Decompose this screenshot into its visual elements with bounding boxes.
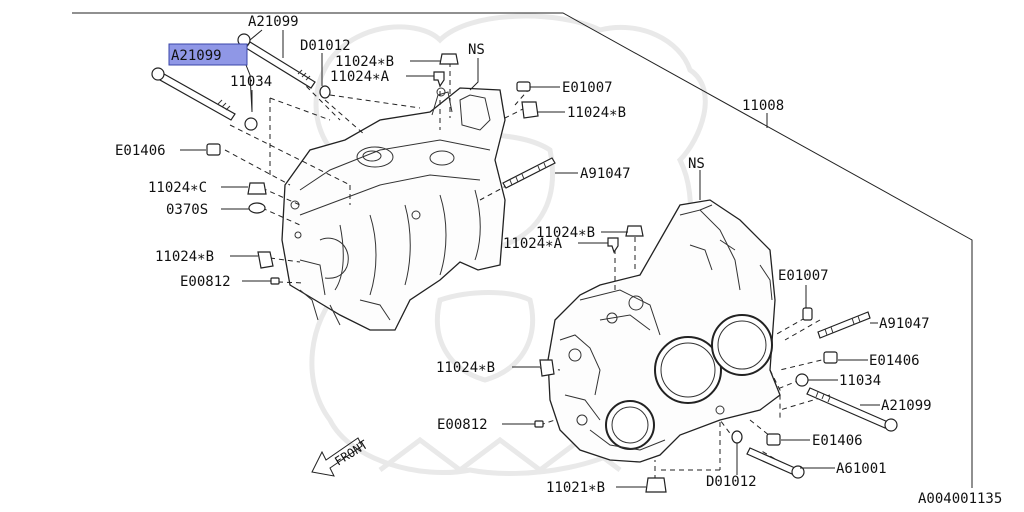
label-e01406-r1[interactable]: E01406 bbox=[869, 353, 920, 369]
label-e00812-low[interactable]: E00812 bbox=[437, 417, 488, 433]
plug-11021b bbox=[645, 477, 667, 493]
label-11024b-low[interactable]: 11024∗B bbox=[436, 360, 495, 376]
label-catalog-number: A004001135 bbox=[918, 491, 1002, 507]
label-ns-right[interactable]: NS bbox=[688, 156, 705, 172]
label-a61001[interactable]: A61001 bbox=[836, 461, 887, 477]
label-e01406-left[interactable]: E01406 bbox=[115, 143, 166, 159]
bolt-a21099-left bbox=[151, 67, 236, 121]
label-11024b-top[interactable]: 11024∗B bbox=[335, 54, 394, 70]
pin-e01007-right bbox=[802, 307, 813, 321]
plug-11024b-top bbox=[439, 53, 459, 65]
stud-a91047-right bbox=[817, 311, 871, 339]
washer-11034-right bbox=[795, 373, 809, 387]
plug-11024b-low bbox=[539, 359, 555, 377]
label-a21099-right[interactable]: A21099 bbox=[881, 398, 932, 414]
highlight-box-a21099 bbox=[168, 43, 248, 66]
left-block-half bbox=[281, 87, 506, 331]
plug-11024b-left bbox=[257, 251, 274, 269]
label-e01007-right[interactable]: E01007 bbox=[778, 268, 829, 284]
washer-d01012-top bbox=[319, 85, 331, 99]
parts-hardware bbox=[151, 33, 898, 493]
plug-11024b-right bbox=[521, 101, 539, 119]
front-arrow bbox=[311, 437, 363, 477]
label-e01007-top[interactable]: E01007 bbox=[562, 80, 613, 96]
pin-e01406-left bbox=[206, 143, 221, 156]
label-11034-left[interactable]: 11034 bbox=[230, 74, 272, 90]
label-11024b-right[interactable]: 11024∗B bbox=[567, 105, 626, 121]
pin-e01406-r1 bbox=[823, 351, 838, 364]
label-a91047-top[interactable]: A91047 bbox=[580, 166, 631, 182]
label-a21099-top[interactable]: A21099 bbox=[248, 14, 299, 30]
label-a21099-selected[interactable]: A21099 bbox=[171, 48, 222, 64]
label-e00812-left[interactable]: E00812 bbox=[180, 274, 231, 290]
pin-e01007-top bbox=[516, 81, 531, 92]
label-11024c[interactable]: 11024∗C bbox=[148, 180, 207, 196]
label-e01406-r2[interactable]: E01406 bbox=[812, 433, 863, 449]
label-11024b-left[interactable]: 11024∗B bbox=[155, 249, 214, 265]
part-labels: A21099 A21099 D01012 11034 11024∗B 11024… bbox=[115, 14, 1002, 507]
bolt-a21099-right bbox=[806, 387, 898, 432]
label-a91047-right[interactable]: A91047 bbox=[879, 316, 930, 332]
plug-11024b-mid bbox=[625, 225, 644, 237]
stud-a91047-top bbox=[502, 157, 556, 189]
pin-e01406-r2 bbox=[766, 433, 781, 446]
pin-e00812-left bbox=[270, 277, 280, 285]
label-ns-top[interactable]: NS bbox=[468, 42, 485, 58]
leader-lines bbox=[180, 29, 880, 488]
bolt-11024a-mid bbox=[607, 237, 619, 254]
label-d01012-top[interactable]: D01012 bbox=[300, 38, 351, 54]
right-block-half bbox=[547, 199, 781, 463]
label-11024b-mid[interactable]: 11024∗B bbox=[536, 225, 595, 241]
bolt-11024a-top bbox=[433, 71, 445, 88]
label-11024a-mid[interactable]: 11024∗A bbox=[503, 236, 563, 252]
label-11024a-top[interactable]: 11024∗A bbox=[330, 69, 390, 85]
label-0370s[interactable]: 0370S bbox=[166, 202, 208, 218]
seal-0370s bbox=[248, 202, 266, 214]
label-11034-right[interactable]: 11034 bbox=[839, 373, 881, 389]
label-11021b[interactable]: 11021∗B bbox=[546, 480, 605, 496]
washer-d01012-low bbox=[731, 430, 743, 444]
label-11008[interactable]: 11008 bbox=[742, 98, 784, 114]
plug-11024c bbox=[247, 182, 267, 195]
washer-11034-left bbox=[244, 117, 258, 131]
bolt-a61001 bbox=[746, 447, 805, 479]
label-d01012-low[interactable]: D01012 bbox=[706, 474, 757, 490]
pin-e00812-low bbox=[534, 420, 544, 428]
